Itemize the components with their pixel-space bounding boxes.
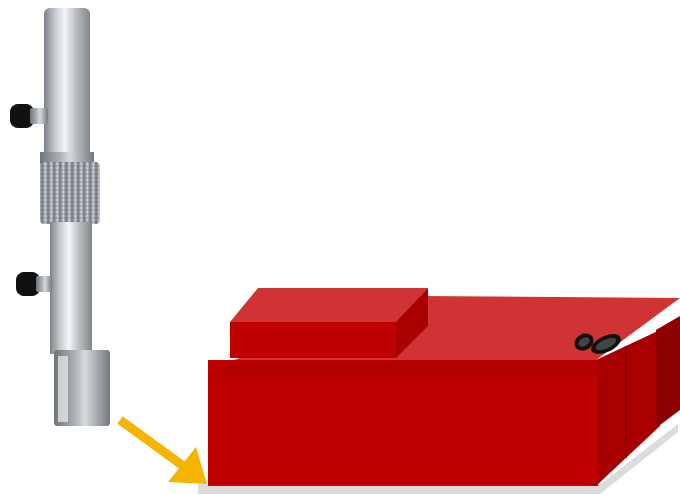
device-right-side bbox=[596, 330, 660, 486]
instrument bbox=[10, 8, 110, 426]
raised-block-top bbox=[230, 288, 428, 322]
upper-knob bbox=[10, 104, 48, 128]
raised-block-front bbox=[230, 322, 396, 358]
lower-knob bbox=[16, 272, 52, 296]
arrow-icon bbox=[120, 420, 207, 484]
instrument-lower-tube bbox=[50, 222, 92, 354]
device-front-face bbox=[208, 360, 598, 486]
instrument-tip-face bbox=[58, 356, 68, 422]
red-device bbox=[198, 288, 680, 494]
instrument-upper-tube bbox=[44, 8, 90, 158]
instrument-knurled-sleeve bbox=[40, 162, 100, 224]
